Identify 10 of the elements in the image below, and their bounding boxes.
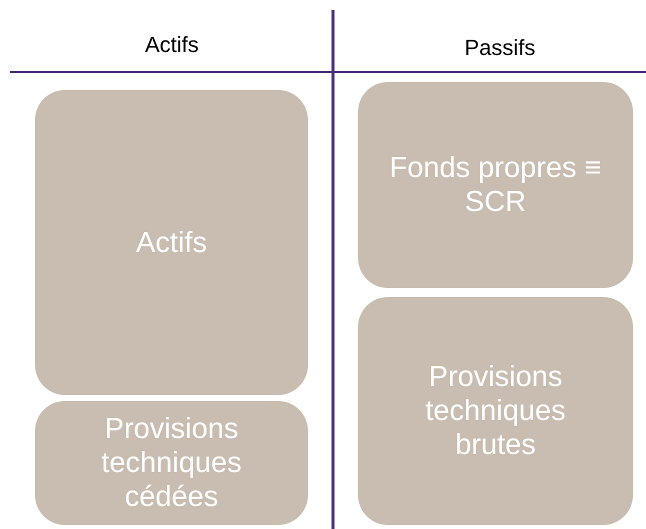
box-label: Fonds propres ≡ SCR xyxy=(388,151,602,219)
box-label: Actifs xyxy=(136,226,207,260)
rounded-box xyxy=(35,90,308,395)
column-heading: Actifs xyxy=(145,32,199,58)
column-heading: Passifs xyxy=(464,35,536,61)
box-label: Provisions techniques brutes xyxy=(424,360,567,462)
rounded-box xyxy=(358,297,633,525)
rounded-box xyxy=(35,401,308,525)
rounded-box xyxy=(358,82,633,288)
box-label: Provisions techniques cédées xyxy=(100,412,243,514)
